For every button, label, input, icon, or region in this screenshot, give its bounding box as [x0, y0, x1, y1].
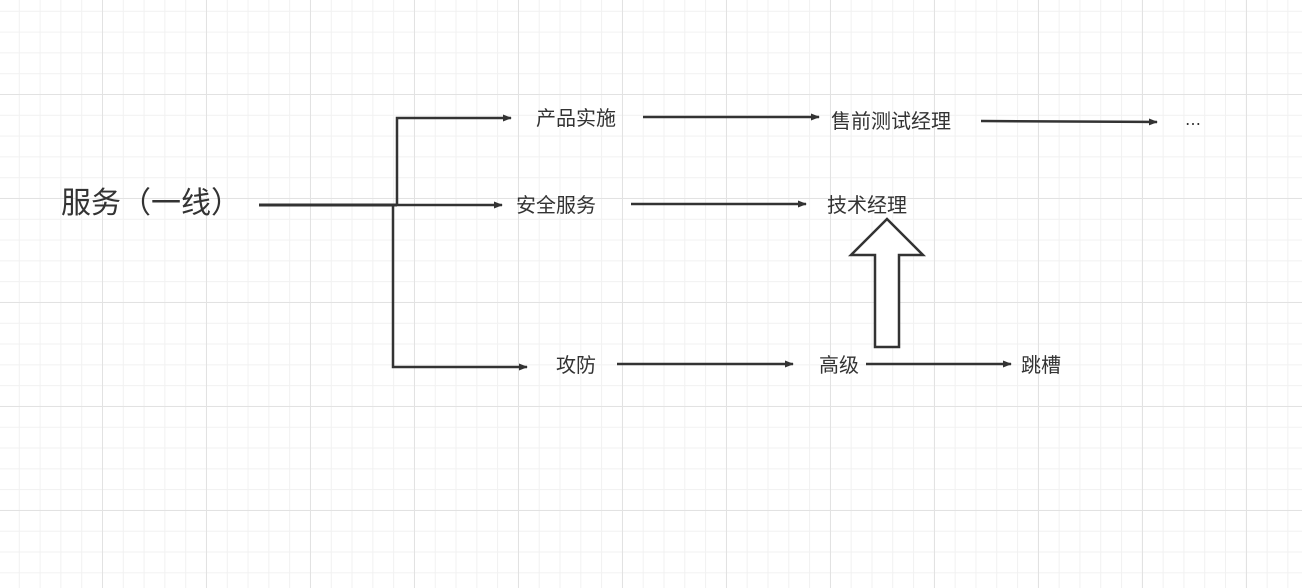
node-offense-defense: 攻防	[556, 353, 596, 377]
node-presales-test-manager: 售前测试经理	[831, 109, 951, 133]
node-senior: 高级	[819, 353, 859, 377]
node-job-hop: 跳槽	[1021, 353, 1061, 377]
edge-presales-to-ellipsis	[980, 118, 1158, 126]
root-node-service-frontline: 服务（一线）	[61, 186, 241, 221]
edge-root-to-product-impl	[395, 114, 512, 205]
node-tech-manager: 技术经理	[827, 193, 907, 217]
node-security-service: 安全服务	[516, 193, 596, 217]
edge-root-to-offense-defense	[391, 205, 528, 371]
promotion-arrow	[847, 217, 927, 349]
node-ellipsis: …	[1185, 110, 1201, 129]
node-product-implementation: 产品实施	[536, 106, 616, 130]
